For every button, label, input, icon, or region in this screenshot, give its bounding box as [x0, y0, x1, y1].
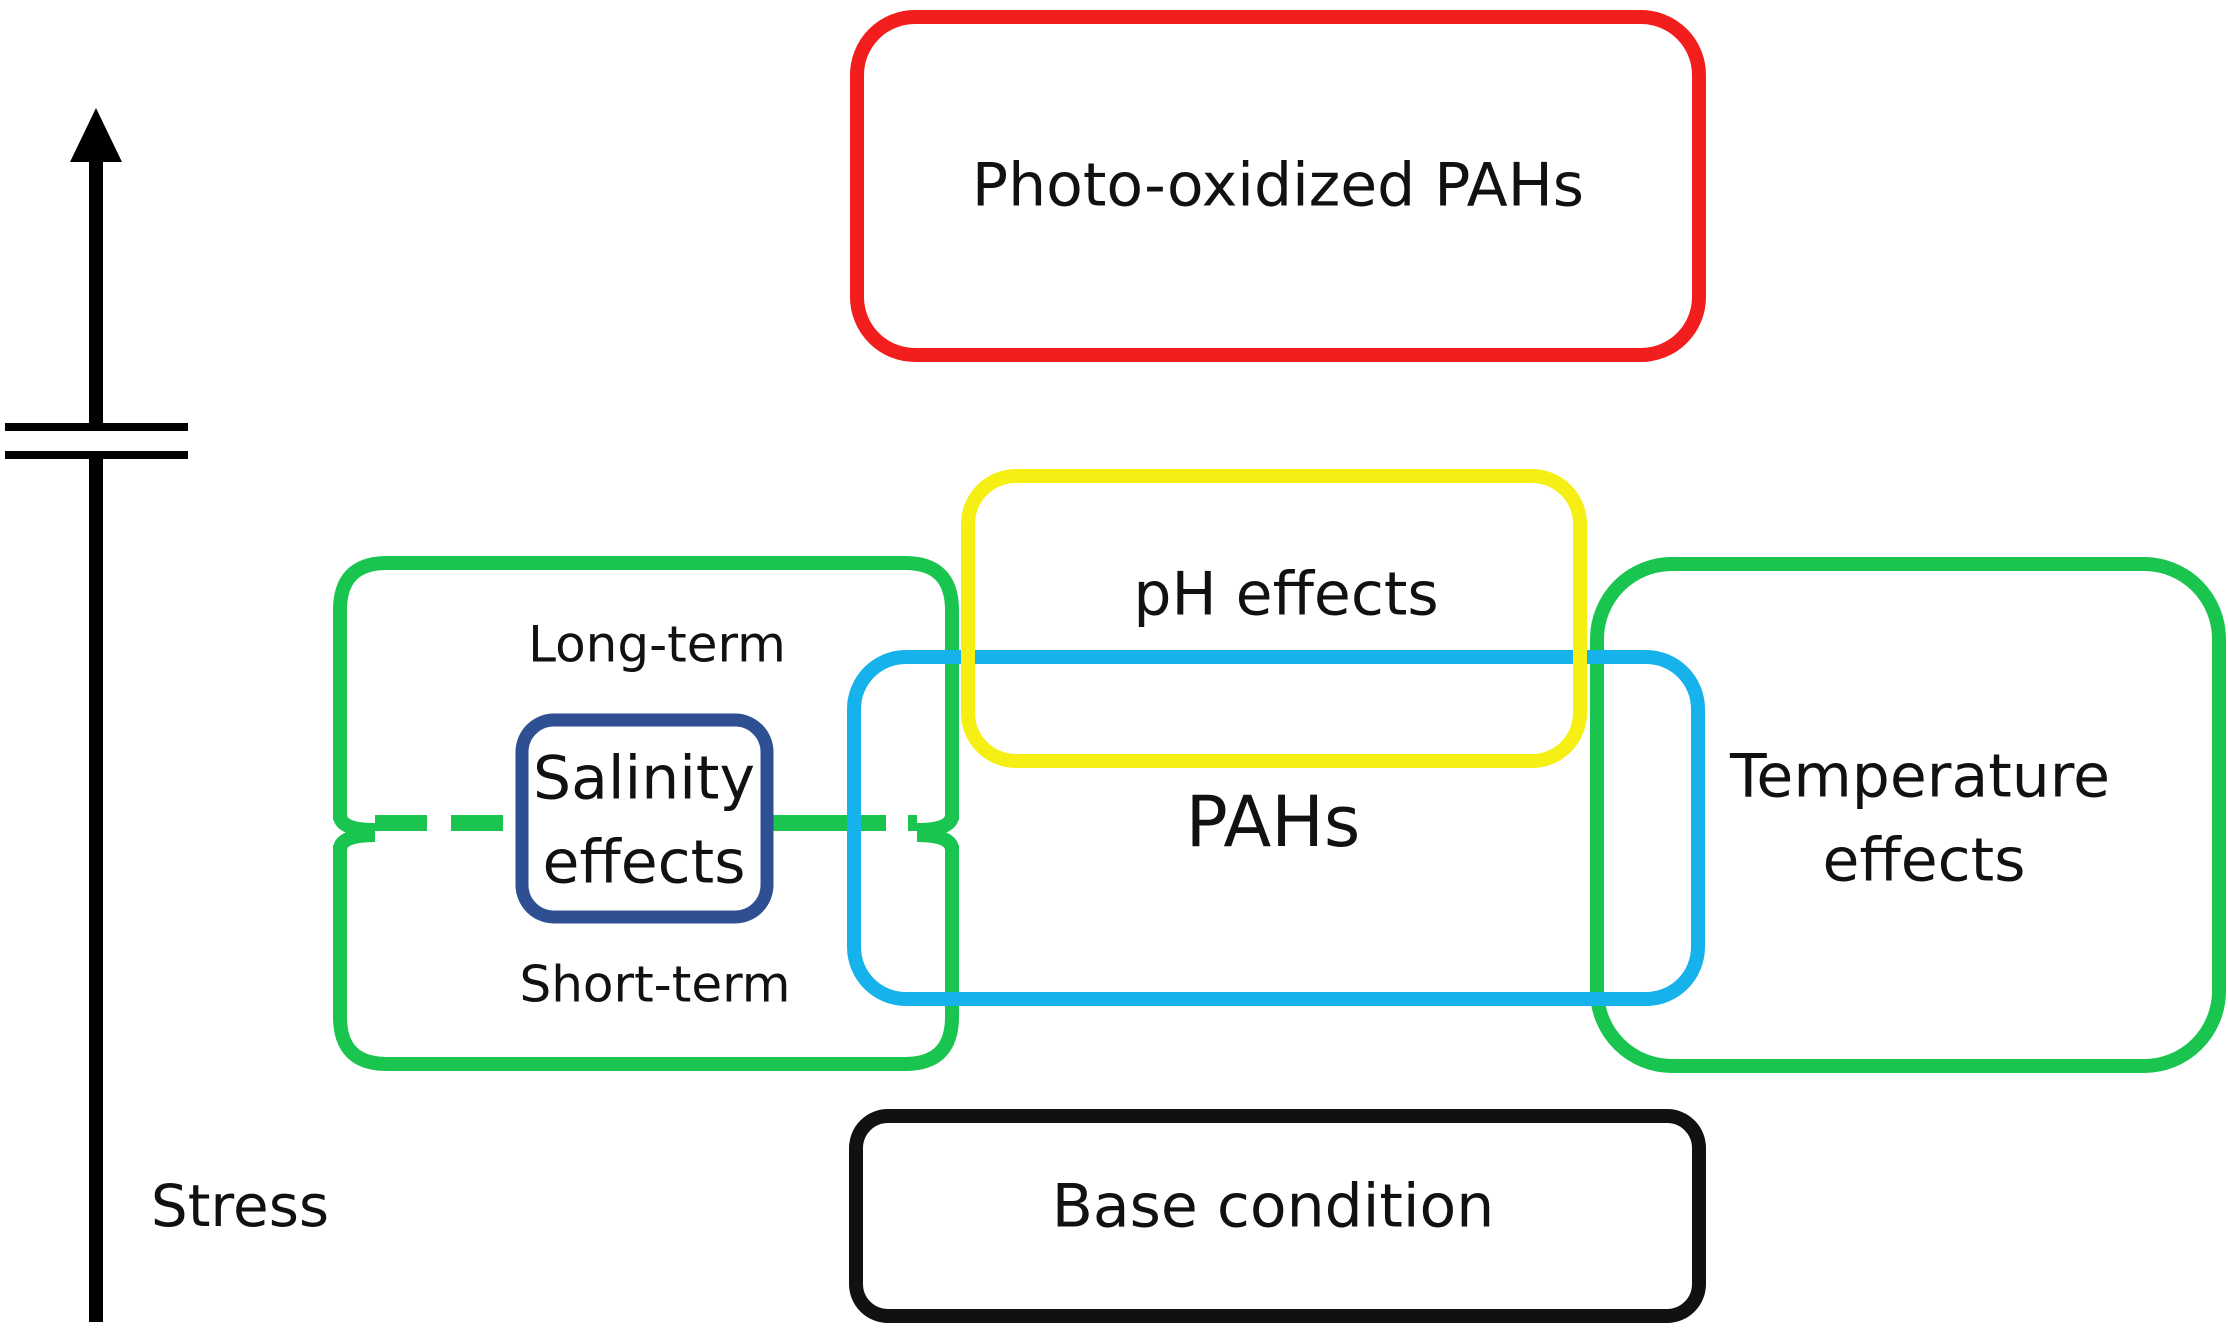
- temperature-effects-box: [1590, 557, 2226, 1073]
- base-condition-box: [849, 1109, 1706, 1323]
- stress-axis-label: Stress: [151, 1172, 329, 1240]
- salinity-outline: [333, 556, 959, 1071]
- base-condition-label: Base condition: [1052, 1172, 1495, 1242]
- salinity-effects-label-line2: effects: [543, 828, 746, 898]
- ph-effects-label: pH effects: [1133, 560, 1438, 630]
- salinity-effects-label-line1: Salinity: [533, 744, 755, 814]
- long-short-divider-left-cap: [333, 813, 376, 852]
- long-term-label: Long-term: [528, 616, 786, 674]
- photo-oxidized-pahs-box: [850, 10, 1706, 362]
- stress-axis: Stress: [5, 108, 329, 1322]
- pahs-box: [847, 650, 1705, 1006]
- temperature-effects-label-line1: Temperature: [1729, 742, 2110, 812]
- salinity-effects-box: [515, 713, 774, 924]
- stress-axis-arrowhead: [70, 108, 122, 162]
- short-term-outline: [333, 845, 959, 1071]
- pahs-label: PAHs: [1186, 781, 1361, 863]
- ph-effects-box: [961, 469, 1587, 768]
- photo-oxidized-pahs-label: Photo-oxidized PAHs: [972, 151, 1584, 221]
- long-term-outline: [333, 556, 959, 820]
- long-short-divider-right-cap: [916, 813, 959, 852]
- temperature-effects-label-line2: effects: [1823, 826, 2026, 896]
- short-term-label: Short-term: [520, 956, 791, 1014]
